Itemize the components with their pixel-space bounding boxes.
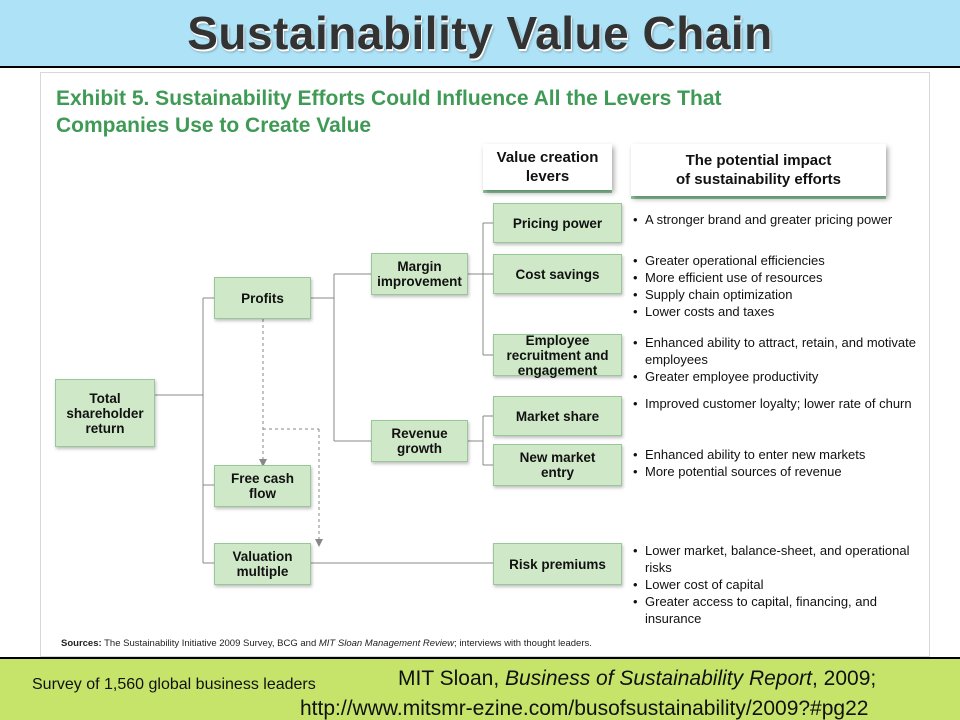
node-valuation-line2: multiple xyxy=(236,564,289,579)
node-pricing-power: Pricing power xyxy=(493,203,622,243)
slide-title: Sustainability Value Chain xyxy=(187,7,773,59)
impact-item: More potential sources of revenue xyxy=(631,463,921,480)
node-free-cash-flow: Free cash flow xyxy=(214,465,311,507)
node-market-share: Market share xyxy=(493,396,622,436)
node-total-line3: return xyxy=(85,420,125,436)
node-new-market-line2: entry xyxy=(540,465,574,480)
node-new-market-entry: New market entry xyxy=(493,444,622,486)
impact-list-risk: Lower market, balance-sheet, and operati… xyxy=(631,542,921,627)
citation: MIT Sloan, Business of Sustainability Re… xyxy=(398,667,876,691)
node-employee-line3: engagement xyxy=(517,362,598,378)
node-valuation-multiple: Valuation multiple xyxy=(214,543,311,585)
citation-prefix: MIT Sloan, xyxy=(398,667,505,690)
impact-list-market-share: Improved customer loyalty; lower rate of… xyxy=(631,395,921,412)
node-new-market-line1: New market xyxy=(519,450,596,465)
header-levers-line1: Value creation xyxy=(496,149,599,166)
impact-item: Enhanced ability to enter new markets xyxy=(631,446,921,463)
impact-item: Greater operational efficiencies xyxy=(631,252,921,269)
impact-list-employee: Enhanced ability to attract, retain, and… xyxy=(631,334,921,385)
exhibit-figure: Exhibit 5. Sustainability Efforts Could … xyxy=(40,72,930,657)
exhibit-title-line1: Exhibit 5. Sustainability Efforts Could … xyxy=(56,87,722,110)
node-profits: Profits xyxy=(214,277,311,319)
survey-note: Survey of 1,560 global business leaders xyxy=(32,676,316,693)
node-profits-label: Profits xyxy=(241,290,284,306)
impact-item: Greater access to capital, financing, an… xyxy=(631,593,921,627)
node-cost-savings: Cost savings xyxy=(493,254,622,294)
sources-text-2: ; interviews with thought leaders. xyxy=(454,638,592,649)
connector-lines xyxy=(155,222,493,564)
impact-list-new-market: Enhanced ability to enter new markets Mo… xyxy=(631,446,921,480)
impact-item: Lower market, balance-sheet, and operati… xyxy=(631,542,921,576)
node-risk-premiums: Risk premiums xyxy=(493,543,622,585)
node-free-cash-line2: flow xyxy=(248,486,276,501)
sources-label: Sources: xyxy=(61,638,102,649)
node-risk-label: Risk premiums xyxy=(509,556,606,572)
header-potential-impact: The potential impact of sustainability e… xyxy=(631,144,886,196)
header-impact-line2: of sustainability efforts xyxy=(675,171,842,188)
node-free-cash-line1: Free cash xyxy=(230,471,295,486)
header-levers-line2: levers xyxy=(525,168,570,185)
header-value-creation-levers: Value creation levers xyxy=(483,144,612,190)
header-underline-impact xyxy=(631,196,886,199)
node-margin-line2: improvement xyxy=(377,274,462,289)
exhibit-title: Exhibit 5. Sustainability Efforts Could … xyxy=(56,85,876,139)
citation-report-title: Business of Sustainability Report xyxy=(505,667,812,690)
sources-note: Sources: The Sustainability Initiative 2… xyxy=(61,638,592,649)
node-cost-label: Cost savings xyxy=(515,266,600,282)
impact-item: More efficient use of resources xyxy=(631,269,921,286)
node-revenue-growth: Revenue growth xyxy=(371,420,468,462)
node-total-line2: shareholder xyxy=(66,405,144,421)
node-pricing-label: Pricing power xyxy=(512,215,603,231)
header-impact-line1: The potential impact xyxy=(685,152,832,169)
impact-item: Improved customer loyalty; lower rate of… xyxy=(631,395,921,412)
sources-text-1: The Sustainability Initiative 2009 Surve… xyxy=(101,638,319,649)
impact-item: A stronger brand and greater pricing pow… xyxy=(631,211,921,228)
impact-item: Supply chain optimization xyxy=(631,286,921,303)
title-bar: Sustainability Value Chain xyxy=(0,0,960,68)
footer-bar: Survey of 1,560 global business leaders … xyxy=(0,657,960,720)
node-revenue-line2: growth xyxy=(397,441,442,456)
node-valuation-line1: Valuation xyxy=(232,549,293,564)
citation-suffix: , 2009; xyxy=(812,667,877,690)
node-total-shareholder-return: Total shareholder return xyxy=(55,379,155,447)
impact-list-pricing: A stronger brand and greater pricing pow… xyxy=(631,211,921,228)
node-revenue-line1: Revenue xyxy=(391,426,448,441)
impact-list-cost: Greater operational efficiencies More ef… xyxy=(631,252,921,320)
node-market-share-label: Market share xyxy=(515,408,600,424)
node-margin-improvement: Margin improvement xyxy=(371,253,468,295)
node-employee-line1: Employee xyxy=(525,332,590,348)
node-employee-recruitment: Employee recruitment and engagement xyxy=(493,332,622,378)
node-total-line1: Total xyxy=(89,390,121,406)
impact-item: Lower costs and taxes xyxy=(631,303,921,320)
exhibit-title-line2: Companies Use to Create Value xyxy=(56,114,372,137)
impact-item: Lower cost of capital xyxy=(631,576,921,593)
sources-italic: MIT Sloan Management Review xyxy=(318,638,455,649)
impact-item: Enhanced ability to attract, retain, and… xyxy=(631,334,921,368)
impact-item: Greater employee productivity xyxy=(631,368,921,385)
node-employee-line2: recruitment and xyxy=(506,347,609,363)
citation-url[interactable]: http://www.mitsmr-ezine.com/busofsustain… xyxy=(300,697,869,720)
node-margin-line1: Margin xyxy=(397,259,442,274)
header-underline-levers xyxy=(483,190,612,193)
